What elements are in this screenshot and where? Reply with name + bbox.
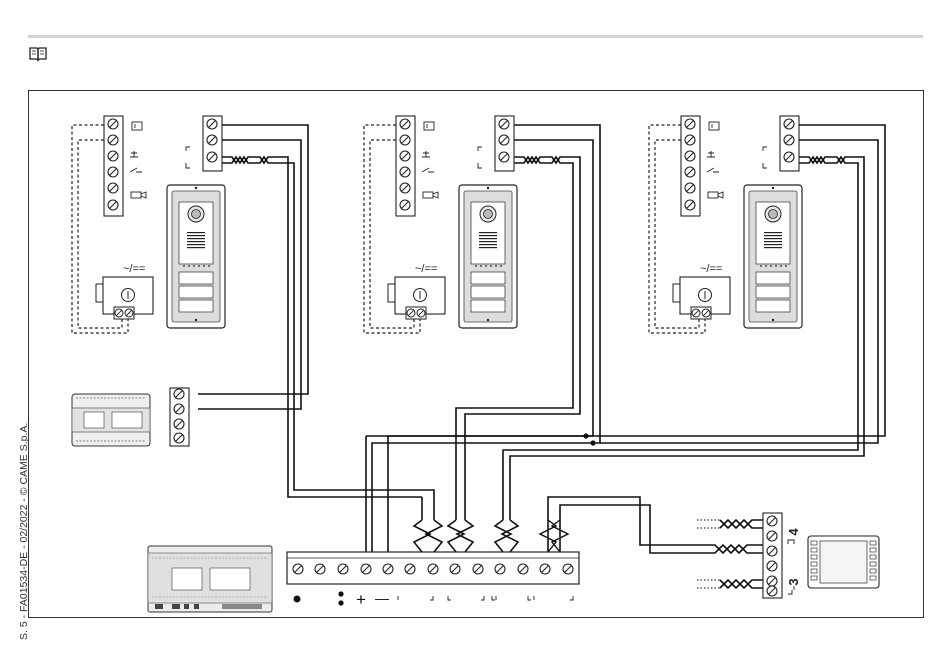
terminal-number-3: 3 [786,578,801,585]
terminal-screw [767,561,777,571]
terminal-screw [174,419,184,429]
plus-symbol: + [356,590,366,609]
lock-supply-label: ~/== [415,263,437,275]
diagram-circle [590,440,595,445]
terminal-screw [174,433,184,443]
terminal-screw [174,389,184,399]
main-terminal-block [287,552,579,584]
terminal-screw [174,404,184,414]
terminal-number-4: 4 [786,528,801,536]
diagram-circle [338,600,343,605]
terminal-screw [767,516,777,526]
door-station-right [649,116,802,333]
terminal-screw [767,576,777,586]
minus-symbol: — [375,590,389,606]
wire-group [398,596,573,600]
lock-supply-label: ~/== [123,263,145,275]
diagram-path [788,586,794,594]
lock-supply-label: ~/== [700,263,722,275]
diagram-circle [338,591,343,596]
diagram-circle [583,433,588,438]
system-controller [148,546,272,612]
wire-group [697,520,720,588]
interface-module [808,536,879,588]
diagram-path [788,540,794,544]
diagram-circle [294,596,301,603]
door-station-left [72,116,225,333]
power-supply-unit [72,394,150,446]
terminal-screw [767,531,777,541]
terminal-screw [767,546,777,556]
wire-group [720,520,763,588]
door-station-middle [364,116,517,333]
terminal-screw [767,586,777,596]
